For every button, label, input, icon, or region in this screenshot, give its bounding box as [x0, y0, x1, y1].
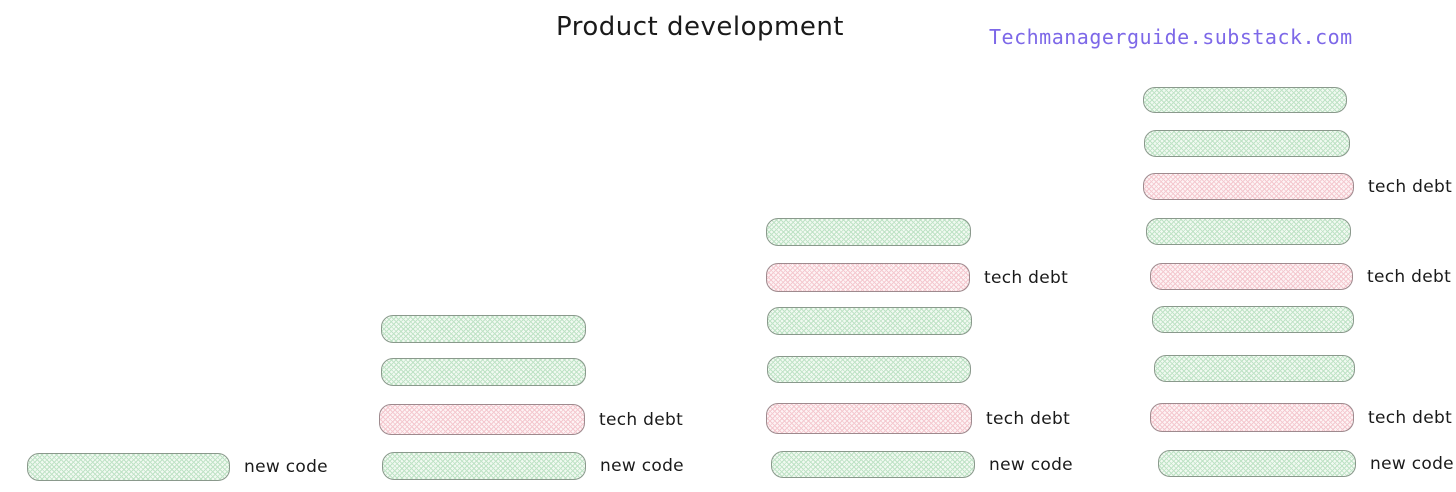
new-code-bar: [771, 451, 975, 478]
page-title: Product development: [556, 12, 844, 42]
tech-debt-bar: [1150, 263, 1353, 290]
code-bar: [1146, 218, 1351, 245]
tech-debt-bar: [766, 403, 972, 434]
code-bar: [381, 315, 586, 343]
code-bar: [766, 218, 971, 246]
tech-debt-label: tech debt: [986, 408, 1071, 429]
code-bar: [1154, 355, 1355, 382]
code-bar: [1152, 306, 1354, 333]
new-code-label: new code: [244, 457, 328, 477]
new-code-label: new code: [989, 454, 1073, 475]
tech-debt-bar: [1143, 173, 1354, 200]
new-code-bar: [382, 452, 586, 480]
code-bar: [767, 356, 971, 383]
watermark-link[interactable]: Techmanagerguide.substack.com: [989, 25, 1353, 49]
code-bar: [1144, 130, 1350, 157]
tech-debt-bar: [766, 263, 970, 292]
code-bar: [381, 358, 586, 386]
code-bar: [767, 307, 972, 335]
new-code-bar: [27, 453, 230, 481]
new-code-label: new code: [1370, 453, 1454, 474]
code-bar: [1143, 87, 1347, 113]
tech-debt-bar: [1150, 403, 1354, 432]
tech-debt-bar: [379, 404, 585, 435]
tech-debt-label: tech debt: [984, 267, 1069, 288]
tech-debt-label: tech debt: [599, 409, 684, 430]
new-code-bar: [1158, 450, 1356, 477]
tech-debt-label: tech debt: [1368, 407, 1453, 428]
tech-debt-label: tech debt: [1367, 266, 1452, 287]
new-code-label: new code: [600, 456, 684, 476]
tech-debt-label: tech debt: [1368, 176, 1453, 197]
